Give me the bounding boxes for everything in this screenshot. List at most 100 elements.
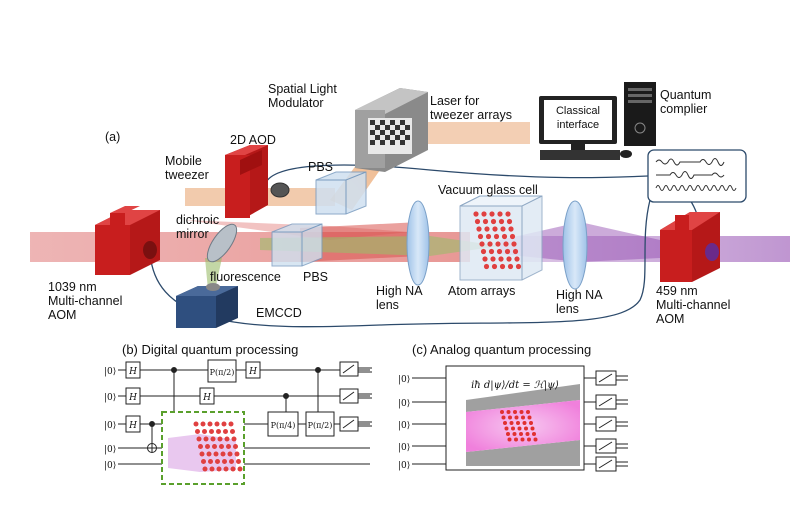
atom-dot [484,226,490,232]
atom-dot [512,248,519,255]
laser-label: Laser for tweezer arrays [430,94,512,122]
atom-dot [483,263,490,270]
slm-checker [370,120,410,145]
atom-dot [490,218,497,225]
h-gate-label: H [128,421,137,431]
atom-dot [228,421,234,427]
atom-array-cell [473,211,522,270]
fluorescence-label: fluorescence [210,270,281,284]
atom-dot [503,241,509,247]
atom-dot [480,248,487,255]
atom-dot [226,444,231,449]
ket-labels-c: |0⟩ |0⟩ |0⟩ |0⟩ |0⟩ [398,375,410,471]
atom-dot [217,436,223,442]
cable-aod [264,164,649,186]
atom-dot [220,451,226,457]
atom-dot [199,451,205,457]
phase-gate-3-label: P(π/2) [308,421,333,430]
atom-dot [532,432,536,436]
atom-dot [515,263,522,270]
slm-label: Spatial Light Modulator [268,82,337,110]
aom-right-device [660,212,720,282]
atom-dot [504,248,511,255]
atom-array-analog [500,410,538,442]
atom-dot [216,429,221,434]
aom-right-label: 459 nm Multi-channel AOM [656,284,731,326]
atom-dot [516,421,520,425]
atom-dot [498,218,505,225]
ket-label: |0⟩ [398,461,410,471]
atom-dot [209,429,214,434]
ket-label: |0⟩ [104,461,116,471]
atom-dot [224,436,230,442]
atom-dot [229,459,234,464]
atom-dot [526,410,530,414]
atom-dot [512,432,517,436]
atom-dot [500,410,504,414]
quantum-compiler-label: Quantum complier [660,88,712,116]
ket-label: |0⟩ [104,445,116,455]
panel-c-title: (c) Analog quantum processing [412,342,592,357]
atom-dot [231,436,237,442]
h-gate-label: H [248,367,257,377]
orange-beam-laser [420,122,530,144]
atom-dot [196,436,202,442]
atom-dot [230,466,236,472]
atom-dot [514,437,518,442]
pbs-bottom-cube [271,223,323,267]
atom-dot [530,426,535,431]
atom-dot [519,432,523,436]
atom-dot [506,218,513,225]
atom-dot [209,466,215,472]
atom-dot [506,432,510,436]
atom-dot [499,263,506,270]
h-gate-label: H [202,393,211,403]
atom-dot [482,256,488,262]
atom-dot [498,256,504,262]
emccd-camera [176,283,238,328]
ket-label: |0⟩ [104,421,116,431]
atom-dot [479,241,485,247]
atom-dot [213,451,219,457]
phase-gate-2-label: P(π/4) [271,421,296,430]
atom-dot [223,466,229,472]
atom-dot [219,444,224,449]
atom-dot [208,459,213,464]
atom-dot [517,426,522,431]
atom-dot [474,218,481,225]
high-na-lens-left [406,200,430,286]
atom-dot [202,466,208,472]
classical-interface-label: Classical interface [555,105,600,131]
atom-dot [504,426,509,431]
phase-gate-1-label: P(π/2) [210,368,235,377]
quantum-computer-tower [624,82,656,146]
lens-right-label: High NA lens [556,288,603,316]
h-gate-label: H [128,393,137,403]
panel-a-label: (a) [105,130,121,144]
mobile-tweezer-label: Mobile tweezer [165,154,209,182]
ket-label: |0⟩ [398,421,410,431]
analog-pink-region [466,400,580,452]
atom-dot [490,256,496,262]
pbs-top-cube [315,171,367,215]
atom-dot [227,451,233,457]
atom-dot [527,437,531,442]
atom-dot [514,415,519,420]
atom-dot [513,410,517,414]
high-na-lens-right [562,200,588,290]
atom-dot [195,429,200,434]
atom-dot [201,459,206,464]
slm-device [355,88,428,172]
classical-computer [539,96,632,160]
atom-dot [473,211,479,217]
atom-dot [493,233,500,240]
lens-left-label: High NA lens [376,284,423,312]
atom-dot [507,437,512,442]
atom-dot [497,211,503,217]
atom-dot [500,226,506,232]
atom-dot [216,466,222,472]
atom-dot [511,241,517,247]
dichroic-label: dichroic mirror [176,213,220,241]
ket-label: |0⟩ [104,393,116,403]
